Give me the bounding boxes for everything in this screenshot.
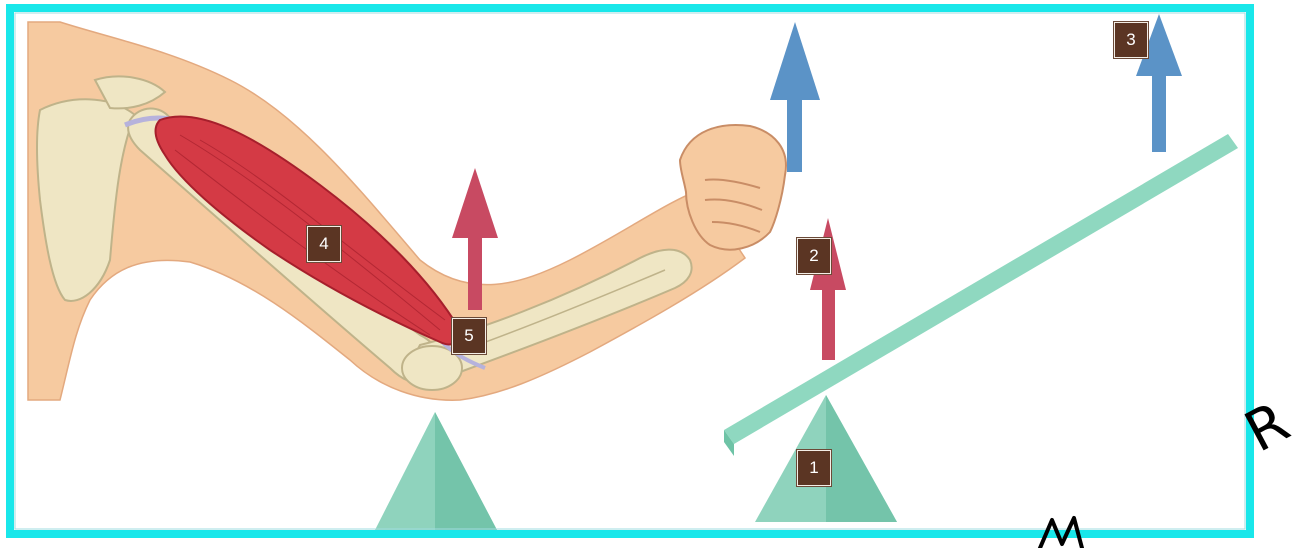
label-2: 2 (797, 238, 831, 274)
label-4: 4 (307, 226, 341, 262)
handwritten-m-text: M (1040, 510, 1041, 511)
label-1: 1 (797, 450, 831, 486)
label-3: 3 (1114, 22, 1148, 58)
label-5: 5 (452, 318, 486, 354)
